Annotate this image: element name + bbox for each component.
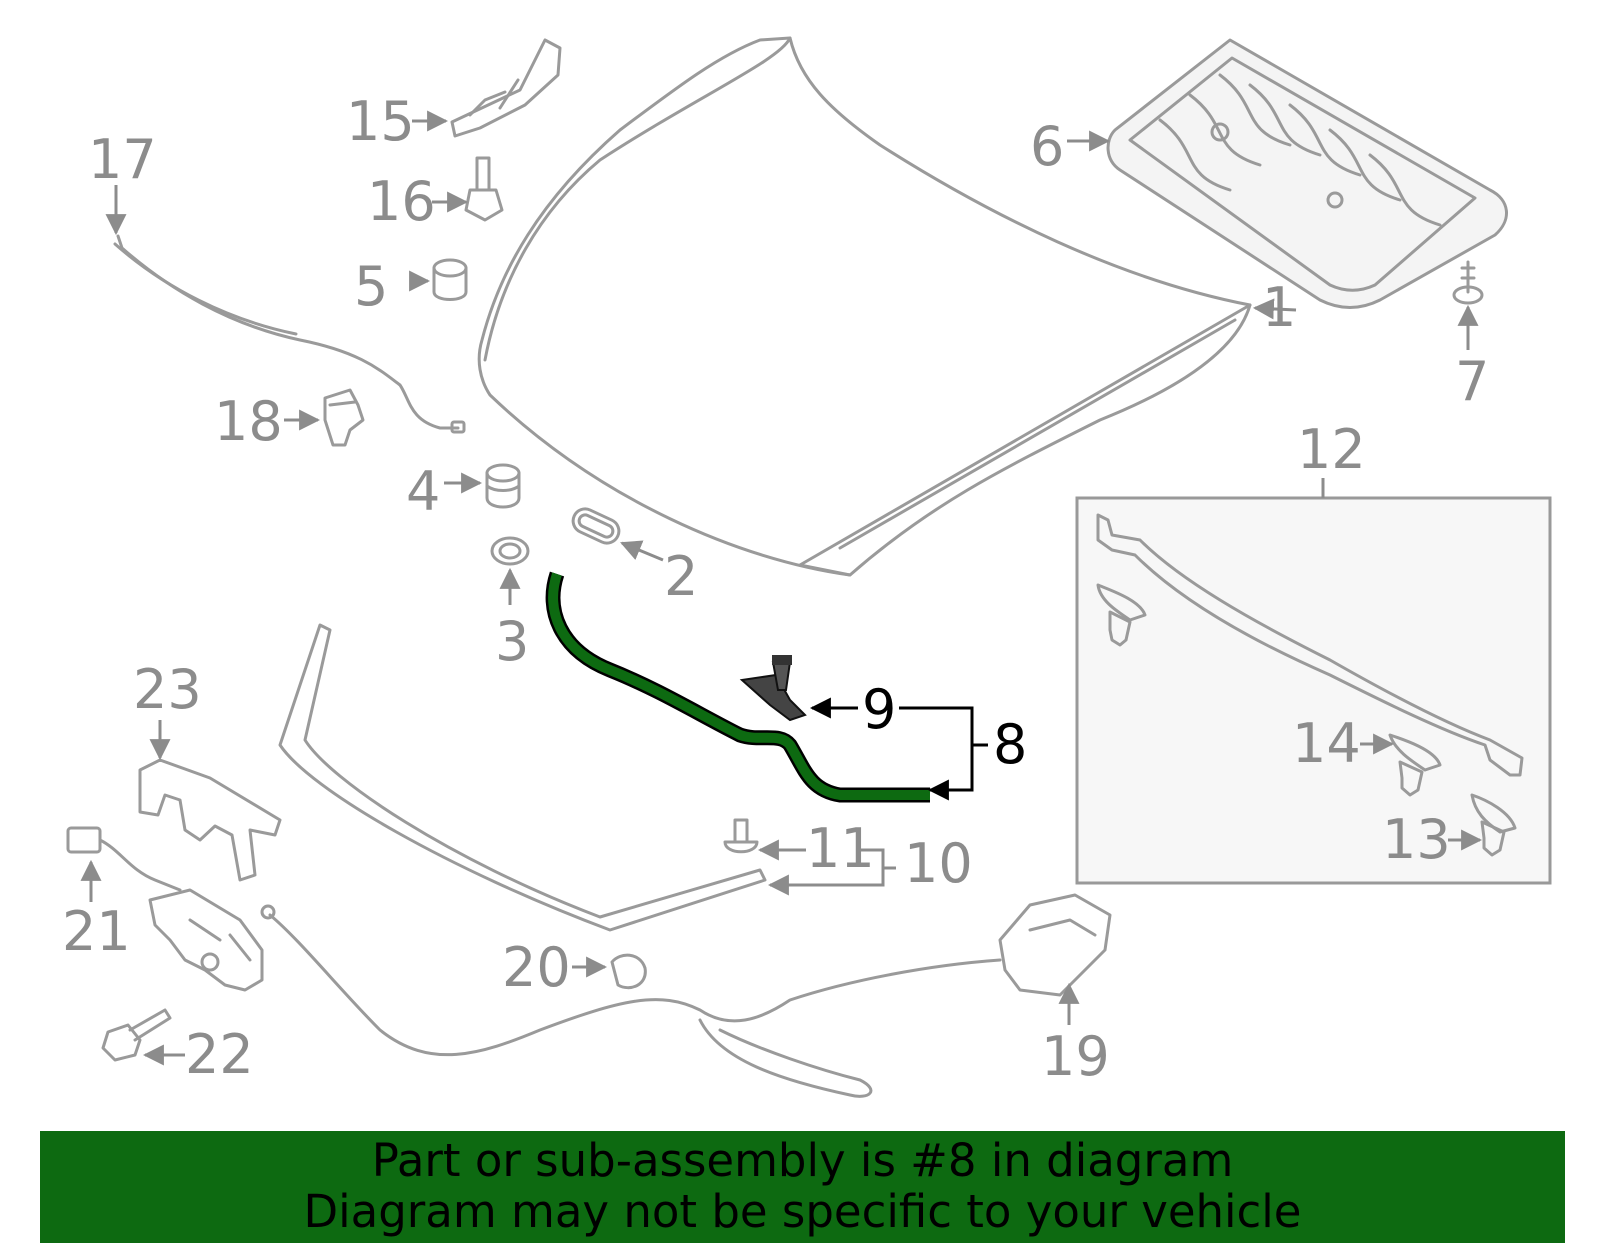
banner-line-part: Part or sub-assembly is #8 in diagram: [371, 1134, 1234, 1187]
info-banner: Part or sub-assembly is #8 in diagram Di…: [40, 1131, 1565, 1243]
callout-10: 10: [904, 832, 973, 895]
hood-plug: [571, 507, 621, 545]
callout-5: 5: [354, 255, 388, 318]
callout-20: 20: [502, 936, 571, 999]
latch-bolt: [101, 1008, 172, 1062]
release-cable-lower: [260, 904, 1002, 1098]
callout-21: 21: [62, 900, 131, 963]
latch-harness: [66, 826, 182, 892]
leader-8: [899, 706, 974, 801]
hood-seal-weatherstrip-fill: [548, 572, 930, 800]
seal-clip-c: [1470, 793, 1517, 857]
callout-8: 8: [993, 713, 1027, 776]
callout-7: 7: [1455, 350, 1489, 413]
hood-hinge: [450, 38, 562, 138]
seal-clip-a: [1096, 583, 1147, 647]
sub-assembly-box: [1075, 496, 1552, 885]
callout-19: 19: [1041, 1025, 1110, 1088]
cable-clip: [323, 388, 365, 447]
leader-1: [1252, 298, 1297, 320]
banner-line-disclaimer: Diagram may not be specific to your vehi…: [303, 1185, 1302, 1238]
callout-15: 15: [346, 90, 415, 153]
seal-ring: [490, 536, 530, 566]
seal-ring-inner: [498, 542, 522, 560]
callout-11: 11: [806, 817, 875, 880]
callout-12: 12: [1297, 418, 1366, 481]
seal-clip: [739, 655, 807, 722]
release-cable: [113, 234, 466, 434]
hinge-bolt: [464, 156, 504, 222]
callout-16: 16: [367, 170, 436, 233]
callout-1: 1: [1262, 276, 1296, 339]
callout-3: 3: [495, 610, 529, 673]
hood-panel: [477, 36, 1252, 577]
callout-23: 23: [133, 658, 202, 721]
seal-retainer: [723, 818, 759, 854]
callout-2: 2: [664, 545, 698, 608]
hood-bumper: [432, 258, 468, 301]
insulator-clip: [1452, 260, 1484, 305]
callout-18: 18: [214, 390, 283, 453]
callout-14: 14: [1292, 712, 1361, 775]
seal-clip-b: [1388, 733, 1442, 797]
front-seal-strip: [278, 623, 767, 932]
hood-latch: [148, 888, 264, 992]
hood-insulator: [1106, 38, 1508, 309]
release-handle: [998, 893, 1112, 997]
grille-seal: [1096, 513, 1524, 777]
callout-17: 17: [88, 128, 157, 191]
hood-cushion: [485, 463, 521, 509]
callout-4: 4: [406, 460, 440, 523]
callout-13: 13: [1382, 808, 1451, 871]
callout-22: 22: [185, 1023, 254, 1086]
callout-6: 6: [1030, 115, 1064, 178]
leader-2: [620, 540, 664, 562]
latch-bracket: [138, 758, 282, 882]
callout-9: 9: [862, 678, 896, 741]
cable-retainer: [610, 953, 647, 990]
